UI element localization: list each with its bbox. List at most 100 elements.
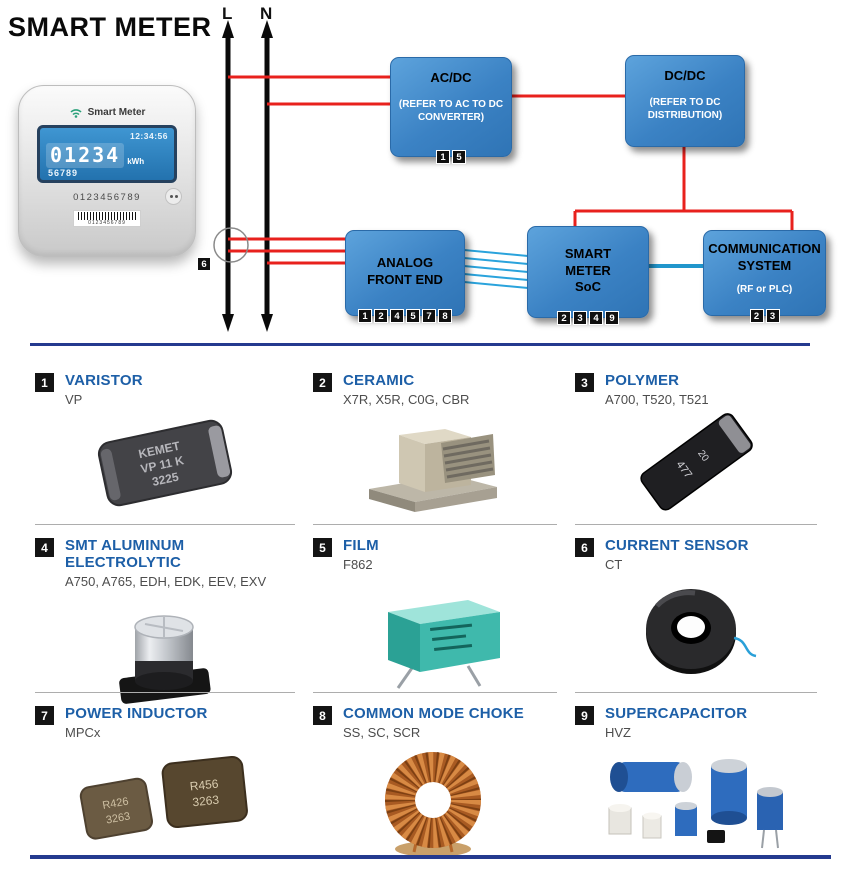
ref-badge: 1 — [436, 150, 450, 164]
component-number-badge: 5 — [313, 538, 332, 557]
component-title: POWER INDUCTOR — [65, 705, 208, 722]
meter-signal-icon — [70, 109, 82, 118]
barcode-number: 0123456789 — [88, 219, 126, 226]
mains-lines — [225, 34, 270, 316]
meter-time: 12:34:56 — [129, 131, 168, 141]
svg-text:3263: 3263 — [192, 793, 220, 810]
meter-lcd-display: 12:34:56 01234 kWh 56789 — [37, 125, 177, 183]
component-card-smt-aluminum-electrolytic: 4 SMT ALUMINUM ELECTROLYTIC A750, A765, … — [35, 524, 295, 704]
current-sensor-symbol — [213, 227, 249, 263]
block-title: AC/DC — [430, 70, 472, 85]
component-number-badge: 4 — [35, 538, 54, 557]
meter-serial: 0123456789 — [73, 192, 141, 203]
component-subtitle: X7R, X5R, C0G, CBR — [343, 392, 470, 407]
block-title: DC/DC — [664, 68, 706, 83]
component-title: CERAMIC — [343, 372, 415, 389]
svg-text:3225: 3225 — [151, 470, 180, 489]
polymer-image: 477 20 — [575, 411, 817, 511]
svg-text:3263: 3263 — [105, 810, 131, 826]
component-subtitle: SS, SC, SCR — [343, 725, 421, 740]
component-card-ceramic: 2 CERAMIC X7R, X5R, C0G, CBR — [313, 366, 557, 524]
block-title: COMMUNICATION SYSTEM — [708, 241, 821, 273]
component-card-varistor: 1 VARISTOR VP KEMET VP 11 K 3225 — [35, 366, 295, 524]
ref-badge: 2 — [374, 309, 388, 323]
component-number-badge: 3 — [575, 373, 594, 392]
component-subtitle: A700, T520, T521 — [605, 392, 709, 407]
component-number-badge: 1 — [35, 373, 54, 392]
block-analog-front-end: ANALOG FRONT END 1 2 4 5 7 8 — [345, 230, 465, 323]
component-title: SUPERCAPACITOR — [605, 705, 748, 722]
component-card-film: 5 FILM F862 — [313, 524, 557, 692]
film-capacitor-image — [313, 576, 557, 690]
ref-badge: 4 — [589, 311, 603, 325]
block-ac-dc: AC/DC (REFER TO AC TO DC CONVERTER) 1 5 — [390, 57, 512, 164]
smart-meter-device: Smart Meter 12:34:56 01234 kWh 56789 012… — [18, 85, 196, 257]
ref-badge: 9 — [605, 311, 619, 325]
svg-text:R456: R456 — [189, 777, 219, 794]
component-subtitle: F862 — [343, 557, 373, 572]
power-inductor-image: R426 3263 R456 3263 — [35, 744, 295, 844]
line-label-n: N — [260, 4, 273, 23]
component-title: FILM — [343, 537, 379, 554]
ref-badge: 3 — [765, 309, 780, 323]
ref-badge: 2 — [749, 309, 764, 323]
component-grid: 1 VARISTOR VP KEMET VP 11 K 3225 2 — [35, 366, 835, 857]
meter-unit: kWh — [127, 157, 145, 166]
ref-badge: 4 — [390, 309, 404, 323]
bottom-divider — [30, 855, 831, 859]
component-number-badge: 8 — [313, 706, 332, 725]
supercapacitor-image — [575, 744, 817, 854]
block-subtitle: (REFER TO AC TO DC CONVERTER) — [398, 98, 504, 124]
barcode-bars — [78, 211, 136, 220]
current-sensor-image — [575, 576, 817, 686]
block-communication-system: COMMUNICATION SYSTEM (RF or PLC) 2 3 — [703, 230, 826, 323]
meter-sub-reading: 56789 — [48, 168, 79, 178]
wiring-diagram — [213, 20, 794, 332]
component-card-polymer: 3 POLYMER A700, T520, T521 477 20 — [575, 366, 817, 524]
component-title: COMMON MODE CHOKE — [343, 705, 524, 722]
component-number-badge: 6 — [575, 538, 594, 557]
power-lines — [228, 75, 794, 265]
varistor-image: KEMET VP 11 K 3225 — [35, 411, 295, 511]
mains-arrowheads — [222, 20, 273, 332]
component-subtitle: A750, A765, EDH, EDK, EEV, EXV — [65, 574, 267, 589]
component-title: SMT ALUMINUM ELECTROLYTIC — [65, 537, 185, 571]
diagram-divider — [30, 343, 810, 346]
component-subtitle: MPCx — [65, 725, 101, 740]
meter-dots-button — [165, 188, 182, 205]
component-title: CURRENT SENSOR — [605, 537, 749, 554]
component-number-badge: 9 — [575, 706, 594, 725]
page-title: SMART METER — [8, 12, 212, 42]
component-number-badge: 7 — [35, 706, 54, 725]
component-subtitle: VP — [65, 392, 83, 407]
component-subtitle: HVZ — [605, 725, 631, 740]
meter-brand-label: Smart Meter — [87, 106, 146, 118]
block-dc-dc: DC/DC (REFER TO DC DISTRIBUTION) — [625, 55, 745, 147]
component-subtitle: CT — [605, 557, 623, 572]
ref-badge: 2 — [557, 311, 571, 325]
svg-text:R426: R426 — [102, 796, 130, 812]
electrolytic-image — [35, 593, 295, 705]
component-card-supercapacitor: 9 SUPERCAPACITOR HVZ — [575, 692, 817, 850]
component-card-current-sensor: 6 CURRENT SENSOR CT — [575, 524, 817, 692]
meter-reading: 01234 — [46, 143, 125, 168]
ceramic-image — [313, 411, 557, 516]
block-title: ANALOG FRONT END — [367, 255, 443, 287]
ref-badge: 8 — [438, 309, 452, 323]
ref-badge: 5 — [406, 309, 420, 323]
block-title: SMART METER SoC — [564, 245, 612, 295]
block-subtitle: (RF or PLC) — [736, 283, 793, 295]
component-number-badge: 2 — [313, 373, 332, 392]
ref-badge: 3 — [573, 311, 587, 325]
ref-badge: 7 — [422, 309, 436, 323]
ref-badge: 1 — [358, 309, 372, 323]
component-card-power-inductor: 7 POWER INDUCTOR MPCx R426 3263 R456 326… — [35, 692, 295, 850]
signal-lines — [463, 249, 529, 289]
meter-barcode: 0123456789 — [73, 210, 141, 227]
ref-badge: 5 — [452, 150, 466, 164]
block-smart-meter-soc: SMART METER SoC 2 3 4 9 — [527, 226, 649, 325]
sensor-ref-badge: 6 — [197, 257, 211, 271]
line-label-l: L — [222, 4, 233, 23]
block-subtitle: (REFER TO DC DISTRIBUTION) — [647, 96, 723, 122]
component-title: VARISTOR — [65, 372, 143, 389]
